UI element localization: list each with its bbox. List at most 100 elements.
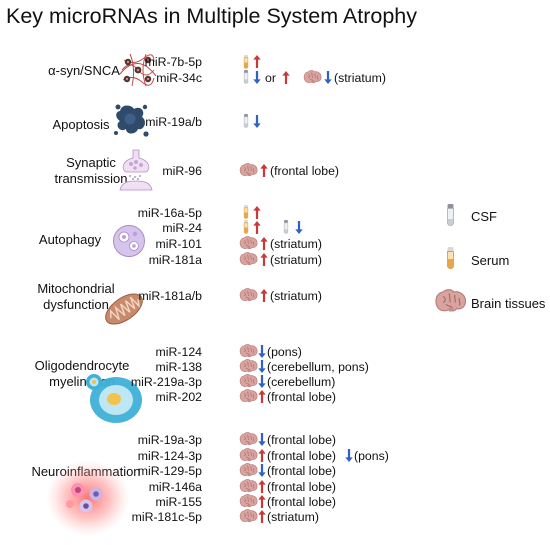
brain-icon: [239, 389, 258, 403]
brain-icon: [239, 288, 258, 302]
category-synaptic-line1: Synaptic: [66, 155, 116, 170]
mirna-label: miR-34c: [156, 71, 202, 85]
note-frontal-lobe: (frontal lobe): [267, 495, 337, 509]
up-arrow-icon: [260, 237, 268, 250]
note-frontal-lobe: (frontal lobe): [267, 480, 337, 494]
csf-tube-icon: [243, 114, 249, 129]
mirna-label: miR-24: [162, 221, 202, 235]
mirna-label: miR-202: [155, 390, 202, 404]
brain-icon: [239, 494, 258, 508]
mirna-label: miR-219a-3p: [130, 375, 202, 389]
mirna-label: miR-138: [155, 360, 202, 374]
category-synaptic-label: Synaptic transmission: [36, 155, 146, 187]
mirna-label: miR-7b-5p: [144, 55, 202, 69]
up-arrow-icon: [253, 55, 261, 68]
brain-icon: [435, 289, 467, 313]
mirna-label: miR-96: [162, 164, 202, 178]
brain-icon: [239, 479, 258, 493]
note-or: or: [265, 71, 276, 85]
note-cerebellum: (cerebellum): [267, 375, 336, 389]
down-arrow-icon: [258, 360, 266, 373]
down-arrow-icon: [253, 115, 261, 128]
down-arrow-icon: [345, 449, 353, 462]
csf-tube-icon: [446, 204, 455, 227]
up-arrow-icon: [260, 289, 268, 302]
mirna-label: miR-124: [155, 345, 202, 359]
up-arrow-icon: [282, 71, 290, 84]
note-frontal-lobe: (frontal lobe): [267, 464, 337, 478]
serum-tube-icon: [243, 205, 249, 220]
mirna-label: miR-181a: [148, 253, 202, 267]
down-arrow-icon: [258, 464, 266, 477]
mirna-label: miR-181a/b: [138, 289, 202, 303]
category-apoptosis-label: Apoptosis: [52, 117, 110, 132]
down-arrow-icon: [295, 221, 303, 234]
brain-icon: [239, 509, 258, 523]
note-frontal-lobe: (frontal lobe): [267, 449, 337, 463]
brain-icon: [239, 448, 258, 462]
synapse-icon: [119, 149, 153, 191]
oligodendrocyte-icon: [86, 374, 142, 423]
brain-icon: [239, 359, 258, 373]
note-pons: (pons): [354, 449, 389, 463]
mirna-label: miR-124-3p: [137, 449, 202, 463]
protein-aggregate-icon: [119, 53, 157, 87]
mirna-label: miR-19a/b: [145, 115, 202, 129]
mirna-label: miR-181c-5p: [131, 510, 202, 524]
mitochondrion-icon: [105, 293, 143, 325]
up-arrow-icon: [258, 390, 266, 403]
serum-tube-icon: [243, 55, 249, 70]
brain-icon: [239, 463, 258, 477]
page-title: Key microRNAs in Multiple System Atrophy: [6, 4, 418, 28]
serum-tube-icon: [243, 220, 249, 235]
down-arrow-icon: [258, 345, 266, 358]
down-arrow-icon: [258, 375, 266, 388]
brain-icon: [239, 432, 258, 446]
note-frontal-lobe: (frontal lobe): [267, 433, 337, 447]
up-arrow-icon: [258, 510, 266, 523]
mirna-label: miR-101: [155, 237, 202, 251]
brain-icon: [303, 70, 322, 84]
note-striatum: (striatum): [334, 71, 386, 85]
legend-csf-label: CSF: [471, 209, 497, 224]
down-arrow-icon: [253, 71, 261, 84]
up-arrow-icon: [260, 164, 268, 177]
down-arrow-icon: [258, 433, 266, 446]
up-arrow-icon: [253, 221, 261, 234]
category-oligo-line1: Oligodendrocyte: [34, 358, 130, 373]
note-frontal-lobe: (frontal lobe): [270, 164, 340, 178]
csf-tube-icon: [243, 70, 249, 85]
category-mito-line1: Mitochondrial: [37, 281, 115, 296]
note-cerebellum-pons: (cerebellum, pons): [267, 360, 369, 374]
category-asyn-label: α-syn/SNCA: [48, 63, 120, 78]
legend-serum-label: Serum: [471, 253, 510, 268]
category-mito-line2: dysfunction: [43, 297, 109, 312]
note-frontal-lobe: (frontal lobe): [267, 390, 337, 404]
down-arrow-icon: [324, 71, 332, 84]
csf-tube-icon: [283, 220, 289, 235]
inflamed-cells-icon: [46, 460, 130, 536]
brain-icon: [239, 236, 258, 250]
mirna-label: miR-155: [155, 495, 202, 509]
brain-icon: [239, 163, 258, 177]
up-arrow-icon: [260, 253, 268, 266]
note-striatum: (striatum): [270, 237, 322, 251]
brain-icon: [239, 344, 258, 358]
autophagosome-icon: [113, 225, 145, 257]
brain-icon: [239, 252, 258, 266]
serum-tube-icon: [446, 247, 455, 270]
category-synaptic-line2: transmission: [54, 171, 128, 186]
legend-brain-label: Brain tissues: [471, 296, 546, 311]
note-striatum: (striatum): [270, 289, 322, 303]
up-arrow-icon: [253, 206, 261, 219]
note-striatum: (striatum): [267, 510, 319, 524]
mirna-label: miR-129-5p: [137, 464, 202, 478]
mirna-label: miR-16a-5p: [137, 206, 202, 220]
mirna-label: miR-146a: [148, 480, 202, 494]
mirna-label: miR-19a-3p: [137, 433, 202, 447]
category-mito-label: Mitochondrial dysfunction: [24, 281, 128, 313]
up-arrow-icon: [258, 495, 266, 508]
note-pons: (pons): [267, 345, 302, 359]
note-striatum: (striatum): [270, 253, 322, 267]
up-arrow-icon: [258, 480, 266, 493]
